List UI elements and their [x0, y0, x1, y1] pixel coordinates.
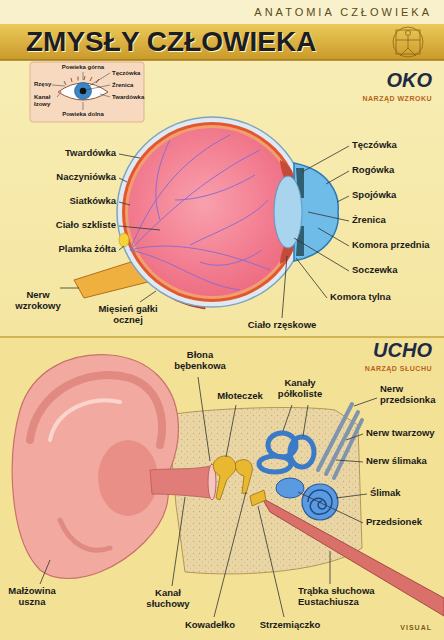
part-label: Plamka żółta: [58, 244, 116, 255]
part-label: Nerw wzrokowy: [10, 290, 66, 312]
part-label: Komora tylna: [330, 292, 391, 303]
part-label: Komora przednia: [352, 240, 430, 251]
part-label: NARZĄD SŁUCHU: [365, 365, 432, 373]
part-label: Kowadełko: [185, 620, 235, 631]
part-label: Rzęsy: [34, 81, 51, 88]
part-label: Nerw przedsionka: [380, 384, 440, 406]
ear-leaders: [40, 377, 377, 617]
top-strip: [0, 0, 444, 24]
part-label: Kanał słuchowy: [142, 588, 194, 610]
part-label: VISUAL: [400, 624, 432, 632]
part-label: Ciało rzęskowe: [237, 320, 327, 331]
part-label: ANATOMIA CZŁOWIEKA: [254, 6, 432, 19]
part-label: Młoteczek: [217, 391, 262, 402]
pinna: [12, 355, 178, 579]
ear: [12, 355, 444, 616]
part-label: Źrenica: [112, 82, 133, 89]
part-label: Siatkówka: [70, 196, 116, 207]
part-label: Mięsień gałki ocznej: [95, 304, 161, 326]
part-label: Przedsionek: [366, 517, 422, 528]
ear-canal: [150, 466, 210, 498]
part-label: Błona bębenkowa: [168, 350, 232, 372]
part-label: Ciało szkliste: [56, 220, 116, 231]
logo-symbol: [393, 27, 423, 57]
part-label: Nerw ślimaka: [366, 456, 427, 467]
part-label: Powieka górna: [53, 64, 113, 71]
part-label: Powieka dolna: [53, 111, 113, 118]
part-label: Tęczówka: [112, 70, 140, 77]
part-label: Twardówka: [65, 148, 116, 159]
part-label: Kanał łzowy: [34, 94, 56, 108]
part-label: Trąbka słuchowa Eustachiusza: [298, 586, 393, 608]
lens: [274, 176, 302, 248]
part-label: UCHO: [373, 340, 432, 360]
inset-eye: [30, 62, 144, 122]
macula: [119, 233, 129, 247]
eyeball: [74, 117, 338, 309]
title-band: [0, 24, 444, 60]
part-label: NARZĄD WZROKU: [363, 95, 433, 103]
part-label: Źrenica: [352, 215, 386, 226]
part-label: Nerw twarzowy: [366, 428, 435, 439]
part-label: Kanały półkoliste: [265, 378, 335, 400]
poster-title: ZMYSŁY CZŁOWIEKA: [26, 27, 316, 58]
part-label: Spojówka: [352, 190, 396, 201]
part-label: Małżowina uszna: [3, 586, 61, 608]
part-label: OKO: [386, 70, 432, 90]
part-label: Soczewka: [352, 265, 397, 276]
part-label: Ślimak: [370, 488, 401, 499]
part-label: Twardówka: [112, 94, 144, 101]
part-label: Naczyniówka: [56, 172, 116, 183]
ear-section-ground: [0, 337, 444, 640]
part-label: Rogówka: [352, 165, 394, 176]
part-label: Strzemiączko: [260, 620, 321, 631]
part-label: Tęczówka: [352, 140, 397, 151]
eustachian-tube: [262, 498, 444, 616]
